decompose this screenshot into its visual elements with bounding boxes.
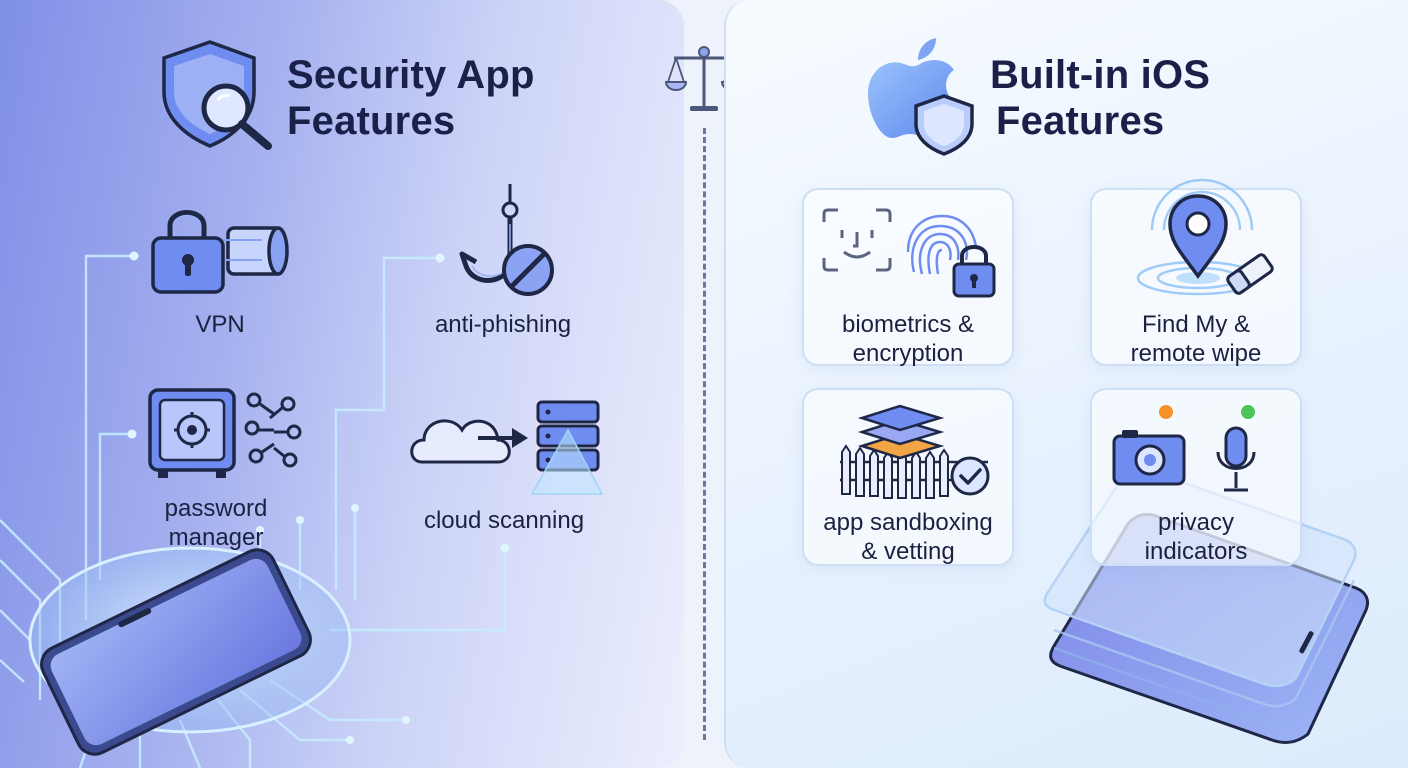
- built-in-ios-panel: Built-in iOS Features biometrics & encry…: [724, 0, 1408, 768]
- center-divider: [703, 128, 706, 740]
- card-privacy-indicators: [1090, 388, 1302, 566]
- feature-label-privacy-indicators: privacy indicators: [1144, 509, 1248, 565]
- fishhook-blocked-icon: [459, 184, 554, 296]
- camera-microphone-dots-icon: [1112, 405, 1256, 492]
- cloud-server-icon: [410, 400, 604, 495]
- built-in-ios-title: Built-in iOS Features: [990, 53, 1211, 143]
- location-pin-eraser-icon: [1136, 178, 1274, 296]
- faceid-fingerprint-lock-icon: [822, 208, 996, 298]
- feature-label-biometrics: biometrics & encryption: [841, 311, 975, 367]
- apple-shield-icon: [868, 38, 974, 156]
- feature-label-find-my: Find My & remote wipe: [1130, 311, 1262, 367]
- feature-label-cloud-scanning: cloud scanning: [423, 507, 585, 534]
- safe-keys-icon: [148, 388, 302, 478]
- feature-label-vpn: VPN: [195, 311, 245, 338]
- feature-label-password-manager: password manager: [164, 495, 268, 551]
- shield-magnifier-icon: [162, 40, 272, 150]
- security-app-title: Security App Features: [287, 53, 535, 143]
- feature-label-anti-phishing: anti-phishing: [434, 311, 572, 338]
- padlock-tunnel-icon: [151, 210, 289, 294]
- layers-fence-check-icon: [840, 404, 990, 499]
- circuit-phone-illustration: [0, 251, 510, 768]
- security-app-panel: Security App Features VPN anti-phishing: [0, 0, 684, 768]
- feature-label-app-sandboxing: app sandboxing & vetting: [823, 509, 993, 565]
